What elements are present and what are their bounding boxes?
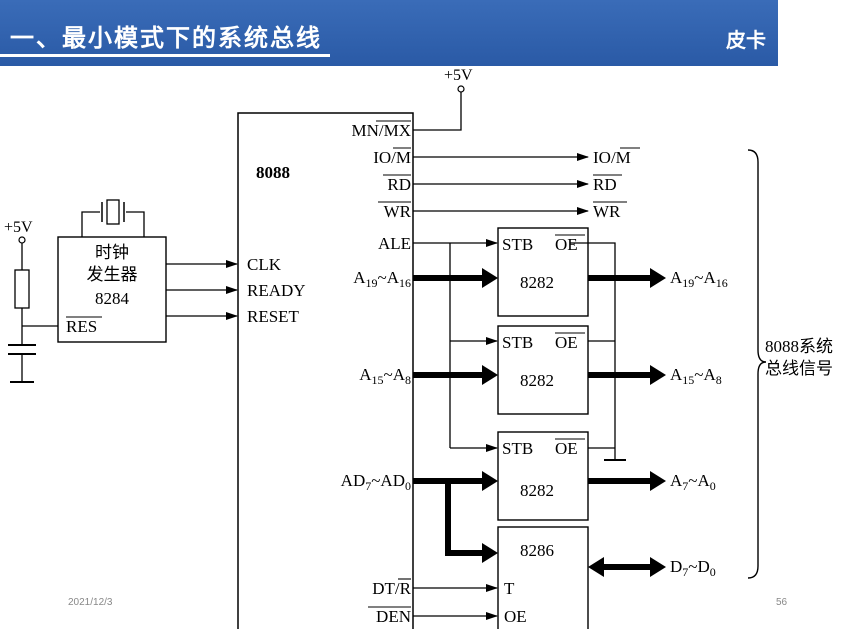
pin-iom: IO/M [373, 148, 411, 167]
clock-line2: 发生器 [87, 265, 138, 284]
pin-ready: READY [247, 281, 306, 300]
out-a19: A19~A16 [670, 268, 728, 290]
bus-brace [747, 149, 767, 579]
cpu-box [237, 112, 414, 629]
transceiver-8286 [497, 526, 589, 629]
clock-res: RES [66, 317, 97, 336]
out-d7: D7~D0 [670, 557, 716, 579]
pin-reset: RESET [247, 307, 300, 326]
pin-a15: A15~A8 [359, 365, 411, 387]
vcc-left-terminal [18, 236, 26, 244]
latch1-chip: 8282 [520, 273, 554, 292]
latch3-stb: STB [502, 439, 533, 458]
crystal-wire-left [81, 211, 100, 237]
latch2-stb: STB [502, 333, 533, 352]
crystal-wire-right [126, 211, 145, 237]
vcc-top-label: +5V [444, 67, 473, 84]
latch2-oe: OE [555, 333, 578, 352]
transceiver-chip: 8286 [520, 541, 554, 560]
latch-8282-2 [497, 325, 589, 415]
a15-out-arrow [650, 365, 666, 385]
latch3-chip: 8282 [520, 481, 554, 500]
oe-ground-wire [570, 242, 616, 460]
clock-line3: 8284 [95, 289, 130, 308]
bus-label-line1: 8088系统 [765, 337, 833, 356]
a7-out-arrow [650, 471, 666, 491]
out-rd: RD [593, 175, 617, 194]
out-wr: WR [593, 202, 621, 221]
ad-bus-arrow [482, 471, 498, 491]
pin-den: DEN [376, 607, 411, 626]
pin-wr: WR [384, 202, 412, 221]
cpu-label: 8088 [256, 163, 290, 182]
resistor [14, 269, 30, 309]
footer-page: 56 [776, 597, 788, 608]
pin-ad7: AD7~AD0 [341, 471, 411, 493]
header-right-text: 皮卡 [726, 28, 766, 52]
ad-bus-branch [445, 481, 485, 556]
pin-rd: RD [387, 175, 411, 194]
ad-branch-arrow [482, 543, 498, 563]
pin-ale: ALE [378, 234, 411, 253]
a19-bus-arrow [482, 268, 498, 288]
vcc-top-terminal [457, 85, 465, 93]
bus-label-line2: 总线信号 [765, 359, 833, 378]
clock-gen-8284 [57, 236, 167, 343]
latch2-chip: 8282 [520, 371, 554, 390]
out-a15: A15~A8 [670, 365, 722, 387]
latch1-oe: OE [555, 235, 578, 254]
d-bus-arrow-left [588, 557, 604, 577]
transceiver-oe: OE [504, 607, 527, 626]
pin-clk: CLK [247, 255, 282, 274]
footer-date: 2021/12/3 [68, 597, 113, 608]
pin-mnmx: MN/MX [351, 121, 411, 140]
title-underline [0, 54, 330, 57]
a19-out-arrow [650, 268, 666, 288]
slide-title: 一、最小模式下的系统总线 [10, 24, 322, 52]
crystal-body [106, 199, 120, 225]
mnmx-wire [413, 92, 462, 131]
latch-8282-3 [497, 431, 589, 521]
d-bus-arrow-right [650, 557, 666, 577]
vcc-left-label: +5V [4, 219, 33, 236]
transceiver-t: T [504, 579, 515, 598]
out-a7: A7~A0 [670, 471, 716, 493]
clock-line1: 时钟 [95, 243, 129, 262]
a15-bus-arrow [482, 365, 498, 385]
out-iom: IO/M [593, 148, 631, 167]
header-banner: 一、最小模式下的系统总线 皮卡 [0, 0, 778, 66]
latch1-stb: STB [502, 235, 533, 254]
latch3-oe: OE [555, 439, 578, 458]
pin-dtr: DT/R [372, 579, 411, 598]
